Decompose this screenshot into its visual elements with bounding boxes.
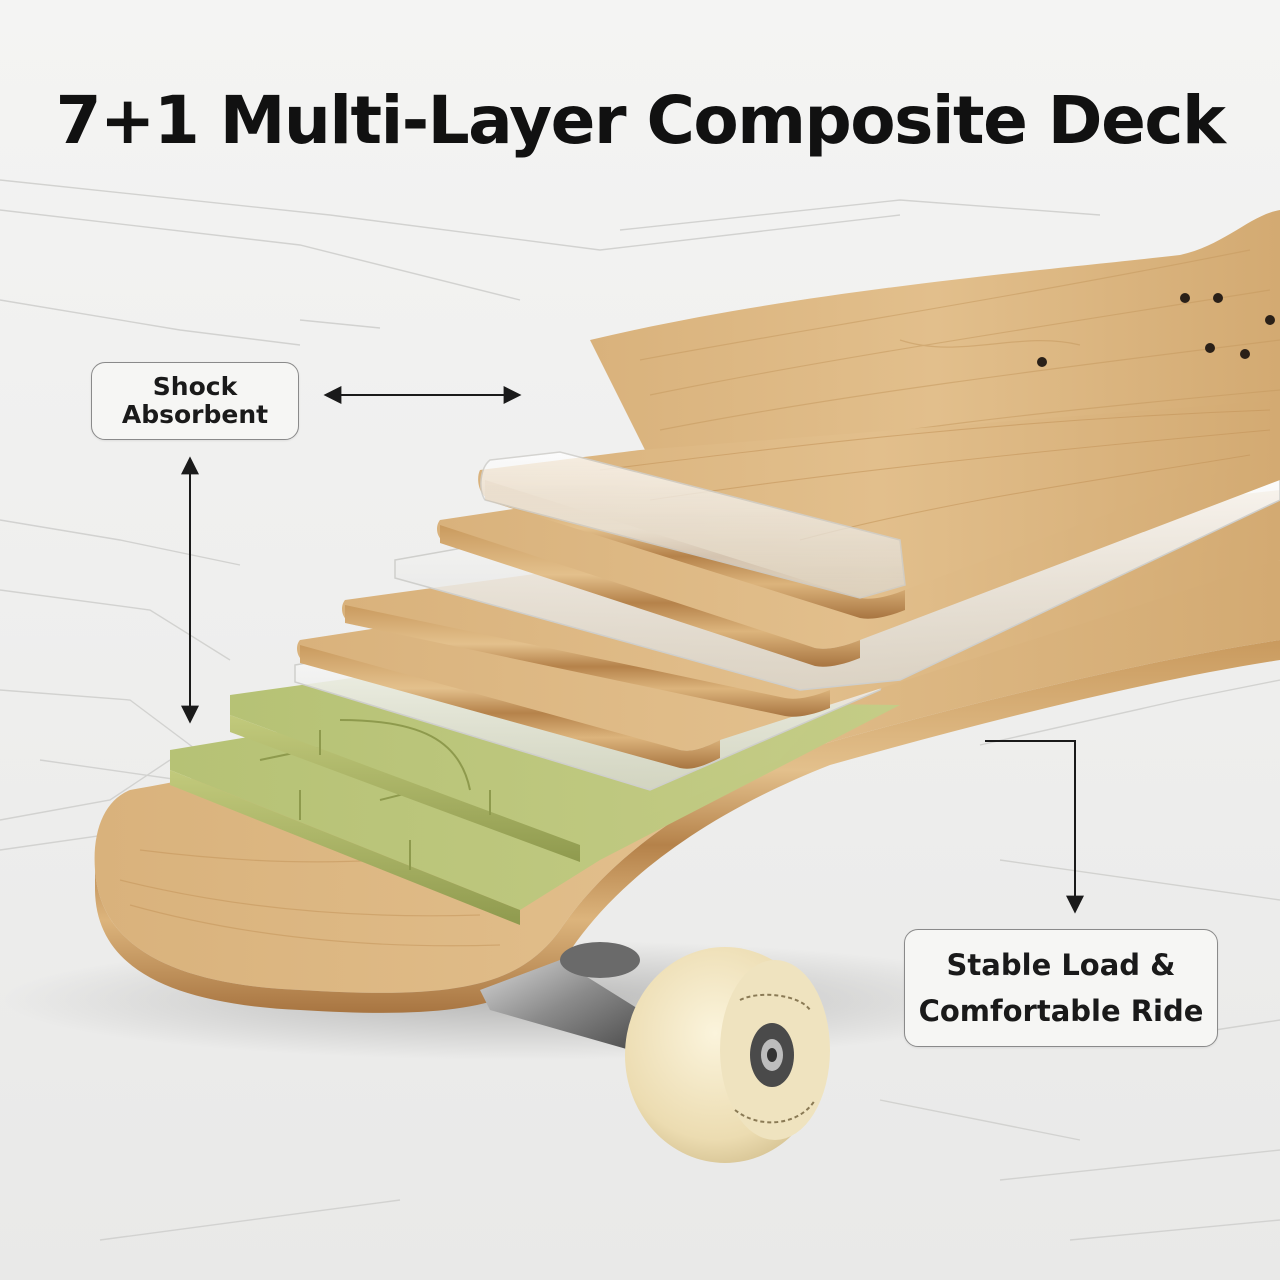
shock-absorbent-callout: Shock Absorbent: [91, 362, 299, 440]
front-truck-base: [560, 942, 640, 978]
stable-callout-line-1: Stable Load &: [946, 948, 1176, 982]
bottom-deck-edge: [95, 640, 1280, 1013]
nose-grain: [119, 849, 501, 947]
front-truck: [480, 960, 640, 1050]
front-wheel: [625, 947, 830, 1163]
clear-top-pad: [480, 451, 906, 599]
stable-arrow: [985, 740, 1084, 914]
callout-arrows: [181, 386, 1084, 914]
stable-callout-line-2: Comfortable Ride: [918, 994, 1204, 1028]
mounting-holes: [1037, 293, 1275, 367]
shock-callout-line-1: Shock: [152, 372, 238, 401]
headline: 7+1 Multi-Layer Composite Deck: [55, 82, 1226, 159]
shock-callout-line-2: Absorbent: [121, 400, 269, 429]
stable-load-callout: Stable Load & Comfortable Ride: [904, 929, 1218, 1047]
